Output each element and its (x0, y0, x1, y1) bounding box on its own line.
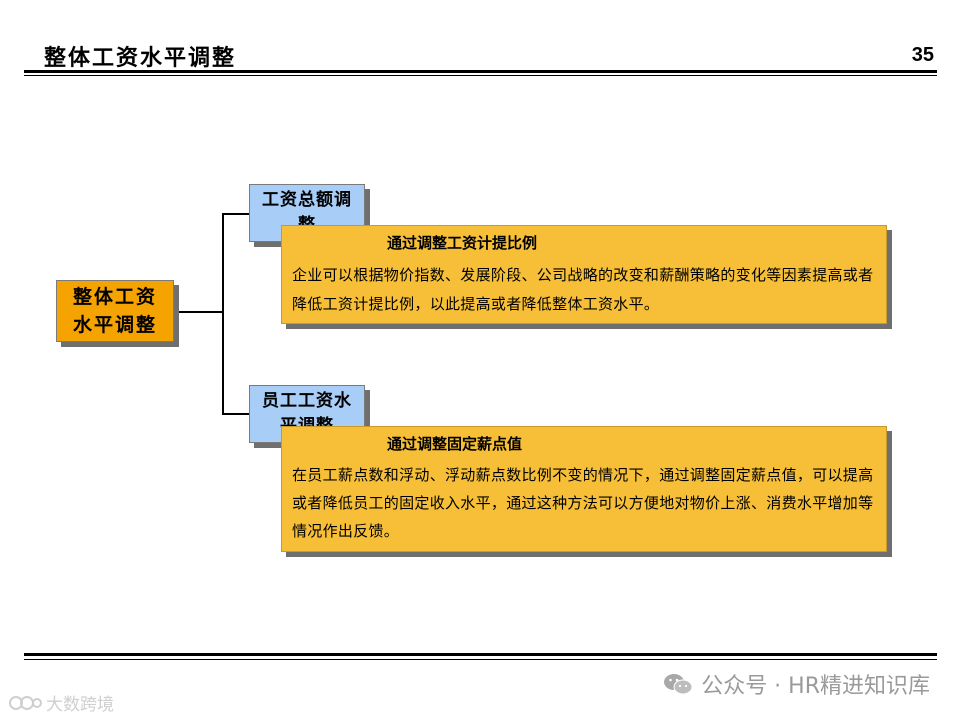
connector-branch1 (222, 213, 250, 215)
connector-vertical-trunk (222, 213, 224, 415)
header-rule-thin (24, 75, 937, 76)
corner-logo-icon (9, 695, 42, 710)
detail-card-title: 通过调整固定薪点值 (387, 435, 523, 453)
watermark: 公众号 · HR精进知识库 (663, 668, 930, 700)
watermark-text: 公众号 · HR精进知识库 (701, 674, 930, 699)
header-rule-thick (24, 70, 937, 73)
detail-card-employee-wage: 通过调整固定薪点值 在员工薪点数和浮动、浮动薪点数比例不变的情况下，通过调整固定… (281, 426, 887, 552)
detail-card-title: 通过调整工资计提比例 (387, 234, 538, 252)
footer-rule-thin (24, 659, 937, 660)
connector-root-horizontal (176, 311, 224, 313)
detail-card-total-wage: 通过调整工资计提比例 企业可以根据物价指数、发展阶段、公司战略的改变和薪酬策略的… (281, 225, 887, 324)
root-node: 整体工资水平调整 (56, 280, 174, 342)
corner-logo: 大数跨境 (8, 690, 114, 715)
detail-card-text: 企业可以根据物价指数、发展阶段、公司战略的改变和薪酬策略的变化等因素提高或者降低… (292, 266, 874, 313)
slide-title: 整体工资水平调整 (44, 45, 237, 71)
wechat-icon (664, 674, 693, 695)
footer-rule-thick (24, 653, 937, 656)
corner-logo-text: 大数跨境 (46, 695, 114, 715)
detail-card-text: 在员工薪点数和浮动、浮动薪点数比例不变的情况下，通过调整固定薪点值，可以提高或者… (292, 466, 874, 540)
page-number: 35 (911, 44, 934, 66)
connector-branch2 (222, 413, 250, 415)
